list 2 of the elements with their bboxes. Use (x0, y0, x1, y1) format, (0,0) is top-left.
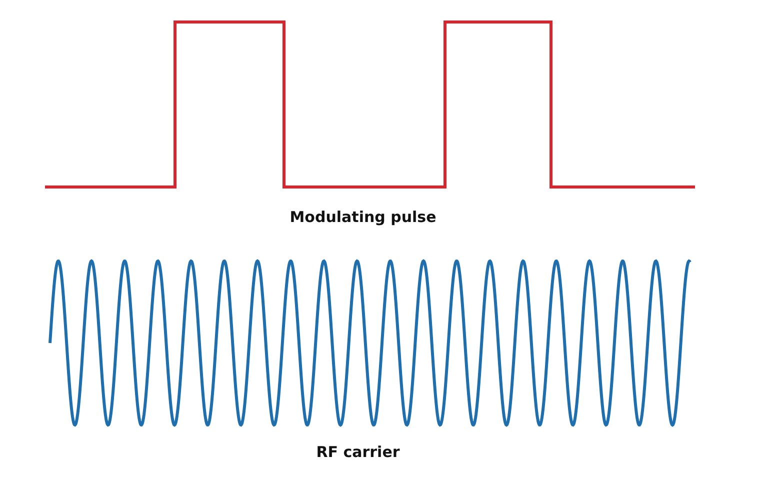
waveform-caption: RF carrier (316, 443, 400, 461)
waveform-caption: Modulating pulse (290, 208, 436, 226)
